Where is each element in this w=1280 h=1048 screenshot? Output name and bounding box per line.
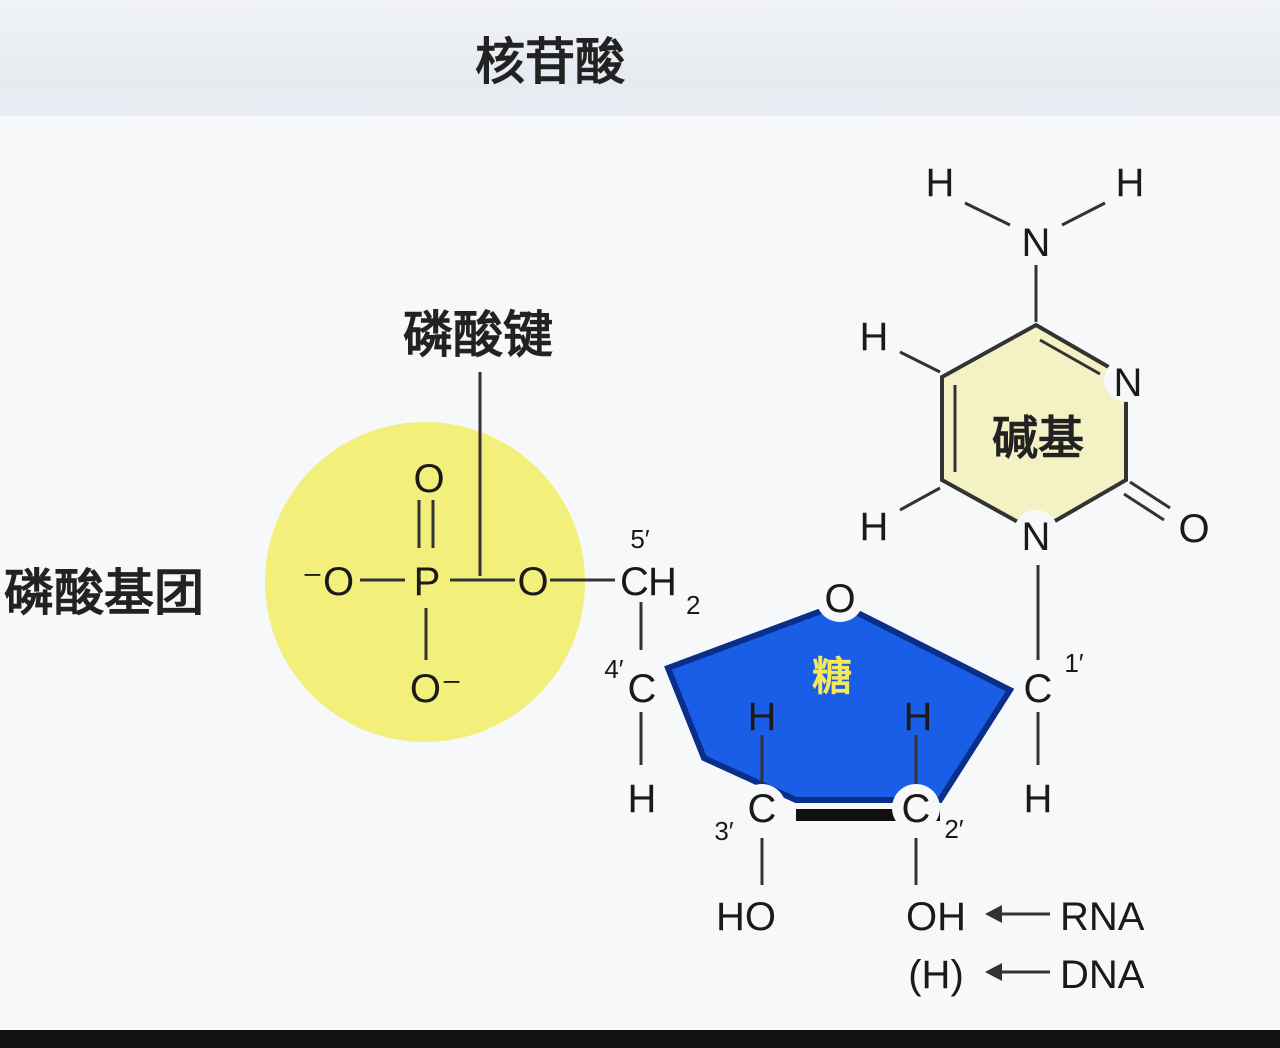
c2-bg [892,784,940,832]
atom-o-bridge: O [517,560,548,604]
bond-lines [360,201,1171,974]
c1-bg [1014,664,1062,712]
atom-h2: H [904,695,933,739]
base-label: 碱基 [992,411,1084,465]
dna-arrow-head [985,963,1002,981]
label-2-prime: 2′ [944,814,963,844]
label-1-prime: 1′ [1064,648,1083,678]
atom-c2: C [902,787,931,831]
atom-h1: H [1024,777,1053,821]
phosphate-circle [265,422,585,742]
slide-title: 核苷酸 [475,33,625,91]
c4-bg [618,664,666,712]
slide-header: 核苷酸 [0,0,1280,116]
atom-h4: H [628,777,657,821]
atom-h5: H [860,315,889,359]
ring-oxygen-bg [816,574,864,622]
atom-ring-oxygen: O [824,577,855,621]
atom-n-ring: N [1114,361,1143,405]
atom-o-minus-bottom: O⁻ [410,667,462,711]
label-4-prime: 4′ [604,654,623,684]
atom-c4: C [628,667,657,711]
atom-oh2: OH [906,895,966,939]
atom-o-carbonyl: O [1178,507,1209,551]
atom-ch2-c: C [620,560,649,604]
rna-label: RNA [1060,895,1145,939]
atom-h3: H [748,695,777,739]
atom-ch2-subscript: 2 [686,590,700,620]
atom-phosphorus: P [414,560,441,604]
phosphate-group-label: 磷酸基团 [4,564,204,622]
ring-n-bg [1104,358,1148,402]
glyco-n-bg [1014,510,1058,554]
atom-h6: H [860,505,889,549]
atom-n-glycosidic: N [1022,515,1051,559]
phosphate-bond-label: 磷酸键 [403,306,553,364]
sugar-label: 糖 [812,654,852,700]
c3-bg [738,784,786,832]
atom-c3: C [748,787,777,831]
atom-n-amino: N [1022,221,1051,265]
label-3-prime: 3′ [714,816,733,846]
rna-arrow-head [985,905,1002,923]
atom-h-paren: (H) [908,953,964,997]
atom-c1: C [1024,667,1053,711]
atom-o-top: O [413,457,444,501]
atom-ho3: HO [716,895,776,939]
atom-h-amino-right: H [1116,161,1145,205]
atom-h-amino-left: H [926,161,955,205]
sugar-ring [664,600,1015,803]
dna-label: DNA [1060,953,1145,997]
atom-ch2-h: H [648,560,677,604]
label-5-prime: 5′ [630,524,649,554]
bottom-bar [0,1030,1280,1048]
atom-o-minus-left: ⁻O [302,560,354,604]
